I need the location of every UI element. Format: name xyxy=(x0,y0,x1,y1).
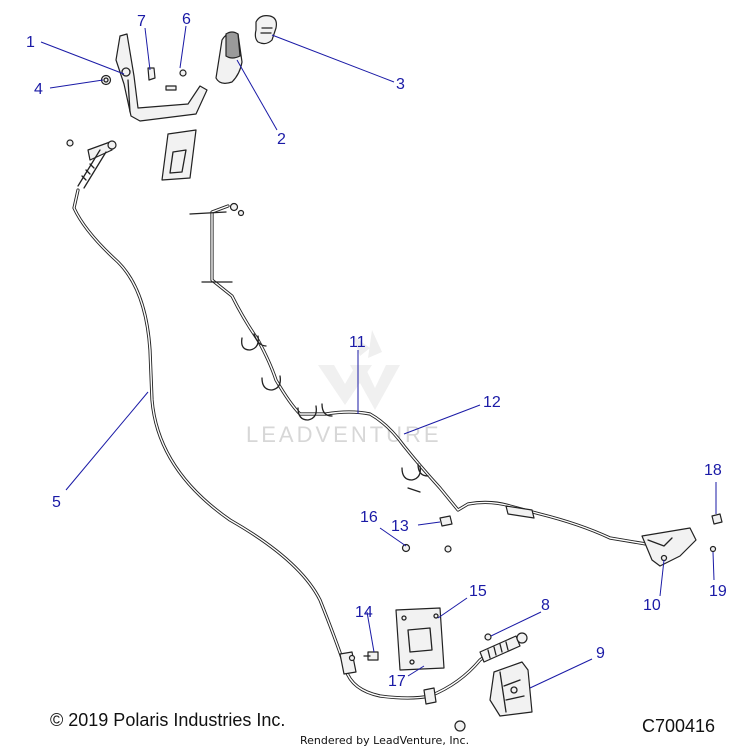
callout-6: 6 xyxy=(182,11,191,28)
callout-19: 19 xyxy=(709,583,727,600)
leader-lines xyxy=(40,25,717,689)
clip-part-19 xyxy=(709,545,717,553)
callout-9: 9 xyxy=(596,645,605,662)
watermark-text: LEADVENTURE xyxy=(246,422,442,447)
lower-cable-loop xyxy=(339,646,498,732)
callout-4: 4 xyxy=(34,81,43,98)
callout-17: 17 xyxy=(388,673,406,690)
pin-part-18 xyxy=(711,513,723,525)
brake-line-part-11 xyxy=(189,202,648,546)
callout-5: 5 xyxy=(52,494,61,511)
callout-1: 1 xyxy=(26,34,35,51)
callout-16: 16 xyxy=(360,509,378,526)
screw-part-16 xyxy=(401,543,411,553)
bracket-plate-part-15 xyxy=(395,607,445,671)
clip-part-7 xyxy=(147,67,156,81)
callout-10: 10 xyxy=(643,597,661,614)
callout-labels: 1 2 3 4 5 6 7 8 9 10 11 12 13 14 15 16 1… xyxy=(26,11,727,690)
callout-8: 8 xyxy=(541,597,550,614)
bolt-part-14 xyxy=(363,651,379,661)
diagram-id: C700416 xyxy=(642,716,716,736)
fitting-part-13 xyxy=(439,515,453,553)
callout-2: 2 xyxy=(277,131,286,148)
callout-18: 18 xyxy=(704,462,722,479)
callout-15: 15 xyxy=(469,583,487,600)
brake-pedal-arm xyxy=(115,33,208,122)
pin-part-6 xyxy=(165,69,187,91)
rendered-by-credit: Rendered by LeadVenture, Inc. xyxy=(300,734,470,747)
callout-13: 13 xyxy=(391,518,409,535)
pedal-pad-part-3 xyxy=(254,15,277,45)
copyright-text: © 2019 Polaris Industries Inc. xyxy=(50,710,286,730)
callout-12: 12 xyxy=(483,394,501,411)
brake-cable-part-5 xyxy=(66,139,348,672)
callout-11: 11 xyxy=(349,334,366,351)
mounting-bracket-part-9 xyxy=(489,661,533,717)
pedal-cover-part-2 xyxy=(215,31,243,84)
cable-end-part-8 xyxy=(479,632,528,663)
callout-14: 14 xyxy=(355,604,373,621)
caliper-bracket-part-10 xyxy=(641,527,697,567)
callout-7: 7 xyxy=(137,13,146,30)
pedal-plate xyxy=(161,129,197,181)
line-clips-part-12 xyxy=(241,333,429,493)
callout-3: 3 xyxy=(396,76,405,93)
